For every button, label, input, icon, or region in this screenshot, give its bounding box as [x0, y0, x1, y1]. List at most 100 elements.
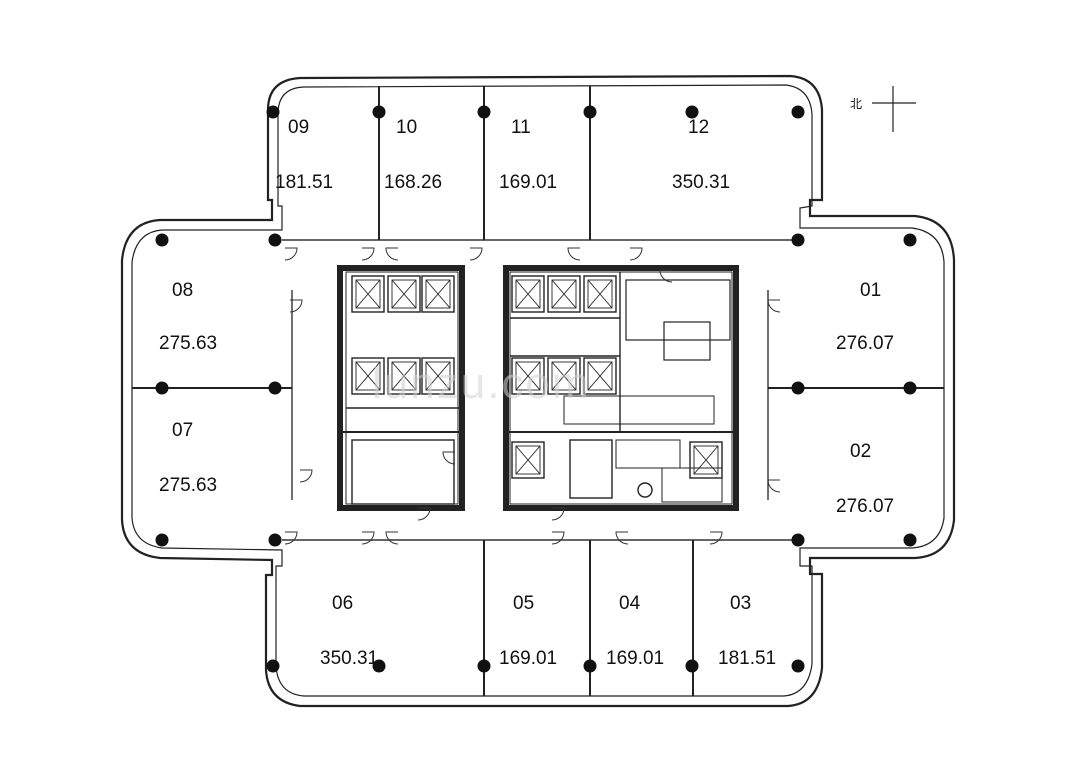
- door-swing: [629, 247, 643, 261]
- watermark: lunzu.com: [372, 359, 591, 408]
- elevator-cross: [693, 445, 719, 475]
- elevator-car: [587, 279, 613, 309]
- door-swing: [385, 531, 399, 545]
- unit-03-area: 181.51: [718, 648, 776, 669]
- elevator-shaft: [547, 275, 581, 313]
- door-swing: [442, 451, 456, 465]
- elevator-cross: [515, 445, 541, 475]
- column-marker: [903, 533, 917, 547]
- column-marker: [583, 105, 597, 119]
- column-marker: [791, 233, 805, 247]
- elevator-car: [355, 279, 381, 309]
- column-marker: [155, 381, 169, 395]
- unit-11-area: 169.01: [499, 172, 557, 193]
- door-swings: [284, 247, 781, 545]
- elevator-car: [391, 279, 417, 309]
- unit-12-area: 350.31: [672, 172, 730, 193]
- column-marker: [583, 659, 597, 673]
- column-marker: [791, 533, 805, 547]
- elevator-car: [551, 279, 577, 309]
- structural-columns: [155, 105, 917, 673]
- column-marker: [477, 659, 491, 673]
- unit-labels: 01 276.07 02 276.07 03 181.51 04 169.01 …: [159, 117, 894, 669]
- elevator-cross: [425, 361, 451, 391]
- door-swing: [659, 269, 673, 283]
- elevator-car: [515, 279, 541, 309]
- unit-09-number: 09: [288, 117, 309, 138]
- unit-07-area: 275.63: [159, 475, 217, 496]
- door-swing: [289, 299, 303, 313]
- door-swing: [551, 507, 565, 521]
- door-swing: [284, 247, 298, 261]
- elevator-group: [351, 275, 723, 479]
- elevator-cross: [587, 279, 613, 309]
- elevator-cross: [587, 361, 613, 391]
- elevator-cross: [391, 279, 417, 309]
- elevator-car: [425, 279, 451, 309]
- elevator-shaft: [547, 357, 581, 395]
- elevator-shaft: [387, 357, 421, 395]
- column-marker: [372, 105, 386, 119]
- door-swing: [709, 531, 723, 545]
- unit-06-number: 06: [332, 593, 353, 614]
- column-marker: [791, 381, 805, 395]
- unit-09-area: 181.51: [275, 172, 333, 193]
- building-core: [337, 265, 739, 511]
- door-swing: [469, 247, 483, 261]
- door-swing: [767, 479, 781, 493]
- elevator-shaft: [421, 357, 455, 395]
- unit-10-area: 168.26: [384, 172, 442, 193]
- unit-04-number: 04: [619, 593, 641, 614]
- elevator-shaft: [387, 275, 421, 313]
- elevator-cross: [391, 361, 417, 391]
- north-label: 北: [850, 97, 862, 111]
- unit-08-area: 275.63: [159, 333, 217, 354]
- column-marker: [268, 533, 282, 547]
- column-marker: [266, 105, 280, 119]
- elevator-shaft: [351, 275, 385, 313]
- elevator-car: [693, 445, 719, 475]
- door-swing: [417, 507, 431, 521]
- unit-01-area: 276.07: [836, 333, 894, 354]
- door-swing: [299, 469, 313, 483]
- elevator-shaft: [421, 275, 455, 313]
- unit-10-number: 10: [396, 117, 417, 138]
- column-marker: [268, 381, 282, 395]
- door-swing: [615, 531, 629, 545]
- unit-04-area: 169.01: [606, 648, 664, 669]
- unit-05-number: 05: [513, 593, 534, 614]
- elevator-car: [391, 361, 417, 391]
- elevator-shaft: [511, 357, 545, 395]
- column-marker: [477, 105, 491, 119]
- unit-07-number: 07: [172, 420, 193, 441]
- elevator-car: [587, 361, 613, 391]
- column-marker: [268, 233, 282, 247]
- elevator-shaft: [689, 441, 723, 479]
- column-marker: [685, 659, 699, 673]
- corridor-walls: [282, 239, 798, 541]
- elevator-shaft: [511, 275, 545, 313]
- door-swing: [767, 299, 781, 313]
- exterior-wall: [120, 74, 956, 708]
- elevator-shaft: [511, 441, 545, 479]
- elevator-car: [515, 361, 541, 391]
- elevator-cross: [355, 279, 381, 309]
- elevator-cross: [515, 279, 541, 309]
- elevator-cross: [551, 279, 577, 309]
- column-marker: [791, 105, 805, 119]
- door-swing: [284, 531, 298, 545]
- door-swing: [361, 247, 375, 261]
- column-marker: [685, 105, 699, 119]
- door-swing: [361, 531, 375, 545]
- unit-01-number: 01: [860, 280, 881, 301]
- elevator-car: [425, 361, 451, 391]
- unit-02-number: 02: [850, 441, 871, 462]
- elevator-shaft: [351, 357, 385, 395]
- north-arrow: 北: [850, 86, 916, 132]
- elevator-car: [515, 445, 541, 475]
- unit-02-area: 276.07: [836, 496, 894, 517]
- elevator-shaft: [583, 357, 617, 395]
- column-marker: [372, 659, 386, 673]
- column-marker: [903, 233, 917, 247]
